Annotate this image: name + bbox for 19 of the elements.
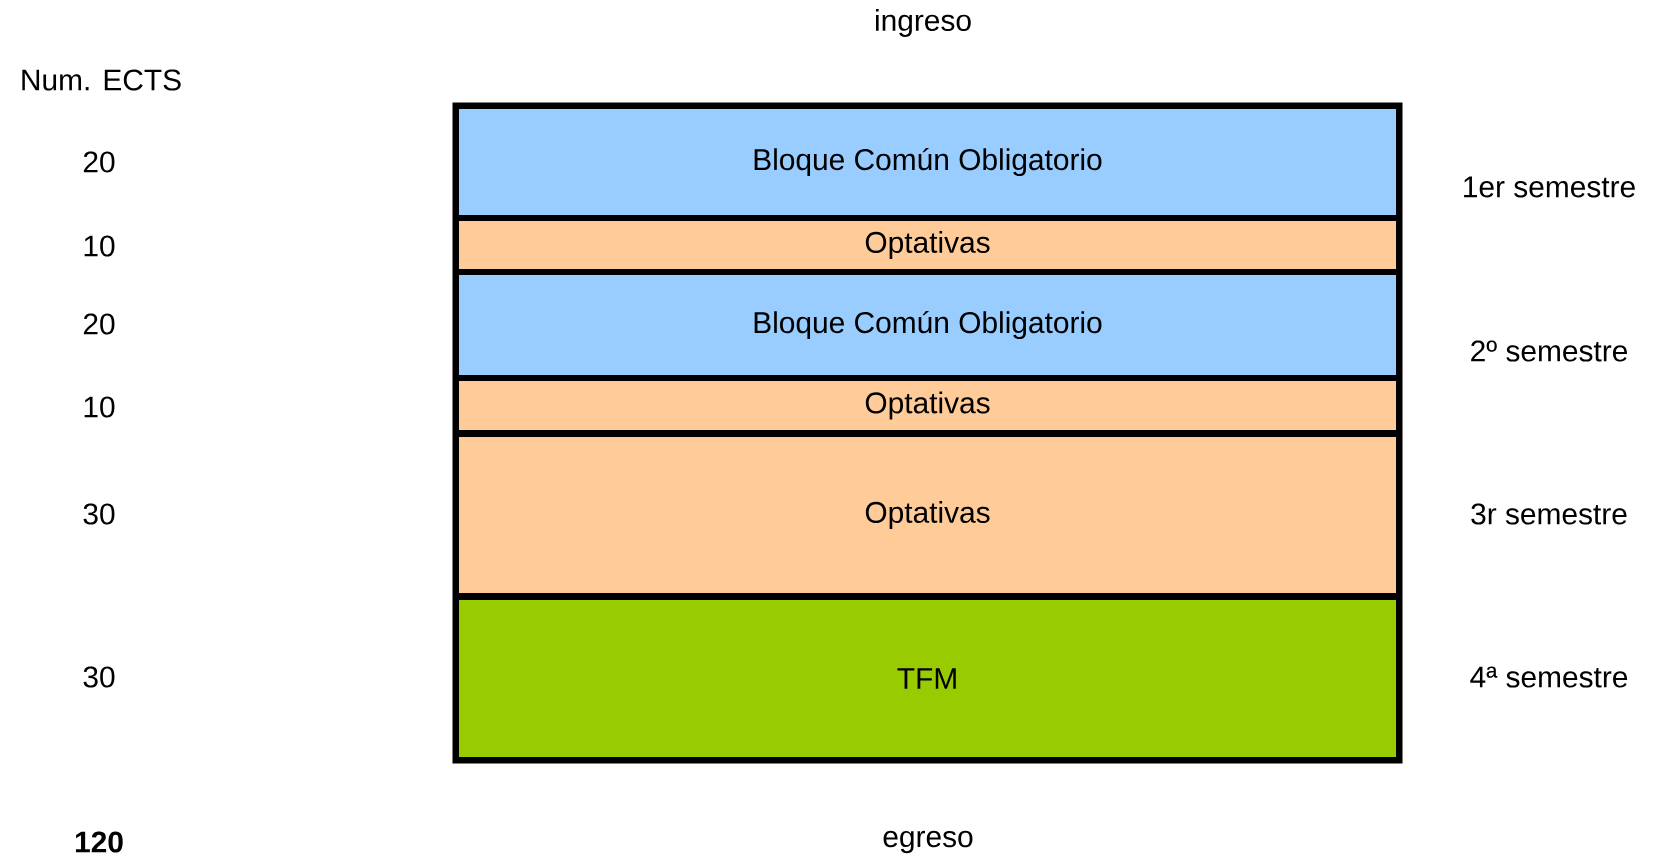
semester-label: 4ª semestre: [1470, 666, 1628, 688]
band-box: Bloque Común Obligatorio: [455, 105, 1400, 219]
ects-number: 30: [83, 503, 115, 525]
ects-number: 10: [84, 235, 115, 257]
semester-label: 1er semestre: [1464, 176, 1635, 198]
semester-label: 3r semestre: [1471, 503, 1627, 525]
ects-number: 20: [83, 313, 115, 335]
ects-number: 20: [83, 151, 115, 173]
ects-number: 10: [84, 396, 115, 418]
band-box: Optativas: [455, 377, 1400, 434]
semester-label: 2º semestre: [1471, 340, 1628, 362]
caption: egreso: [883, 830, 973, 854]
band-box: Optativas: [455, 217, 1400, 273]
band-box: TFM: [455, 596, 1400, 761]
ects-number: 30: [83, 666, 115, 688]
column-heading: Num. ECTS: [22, 69, 181, 91]
total-label: 120: [75, 831, 123, 853]
band-box: Bloque Común Obligatorio: [455, 271, 1400, 379]
caption: ingreso: [876, 9, 971, 37]
